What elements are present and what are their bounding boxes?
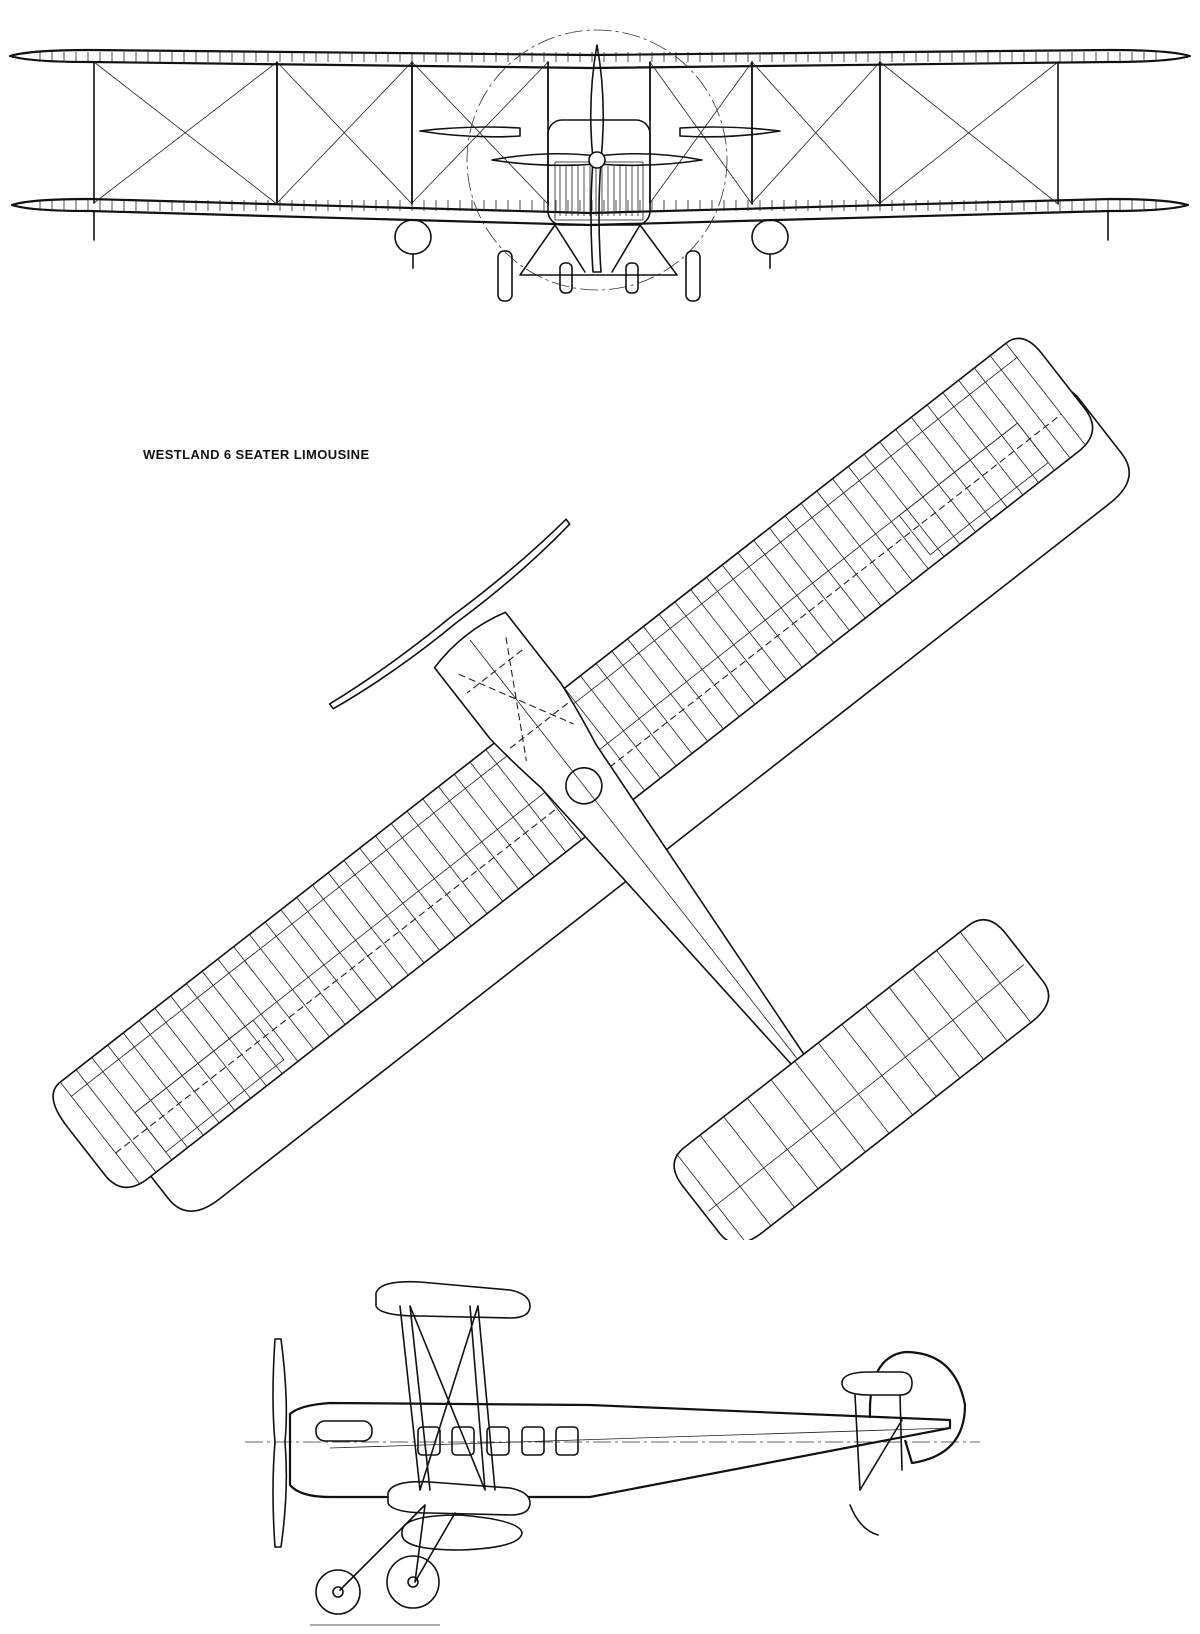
- drawing-title: WESTLAND 6 SEATER LIMOUSINE: [143, 447, 370, 462]
- plan-view: [52, 337, 1130, 1240]
- front-view: [8, 29, 1192, 302]
